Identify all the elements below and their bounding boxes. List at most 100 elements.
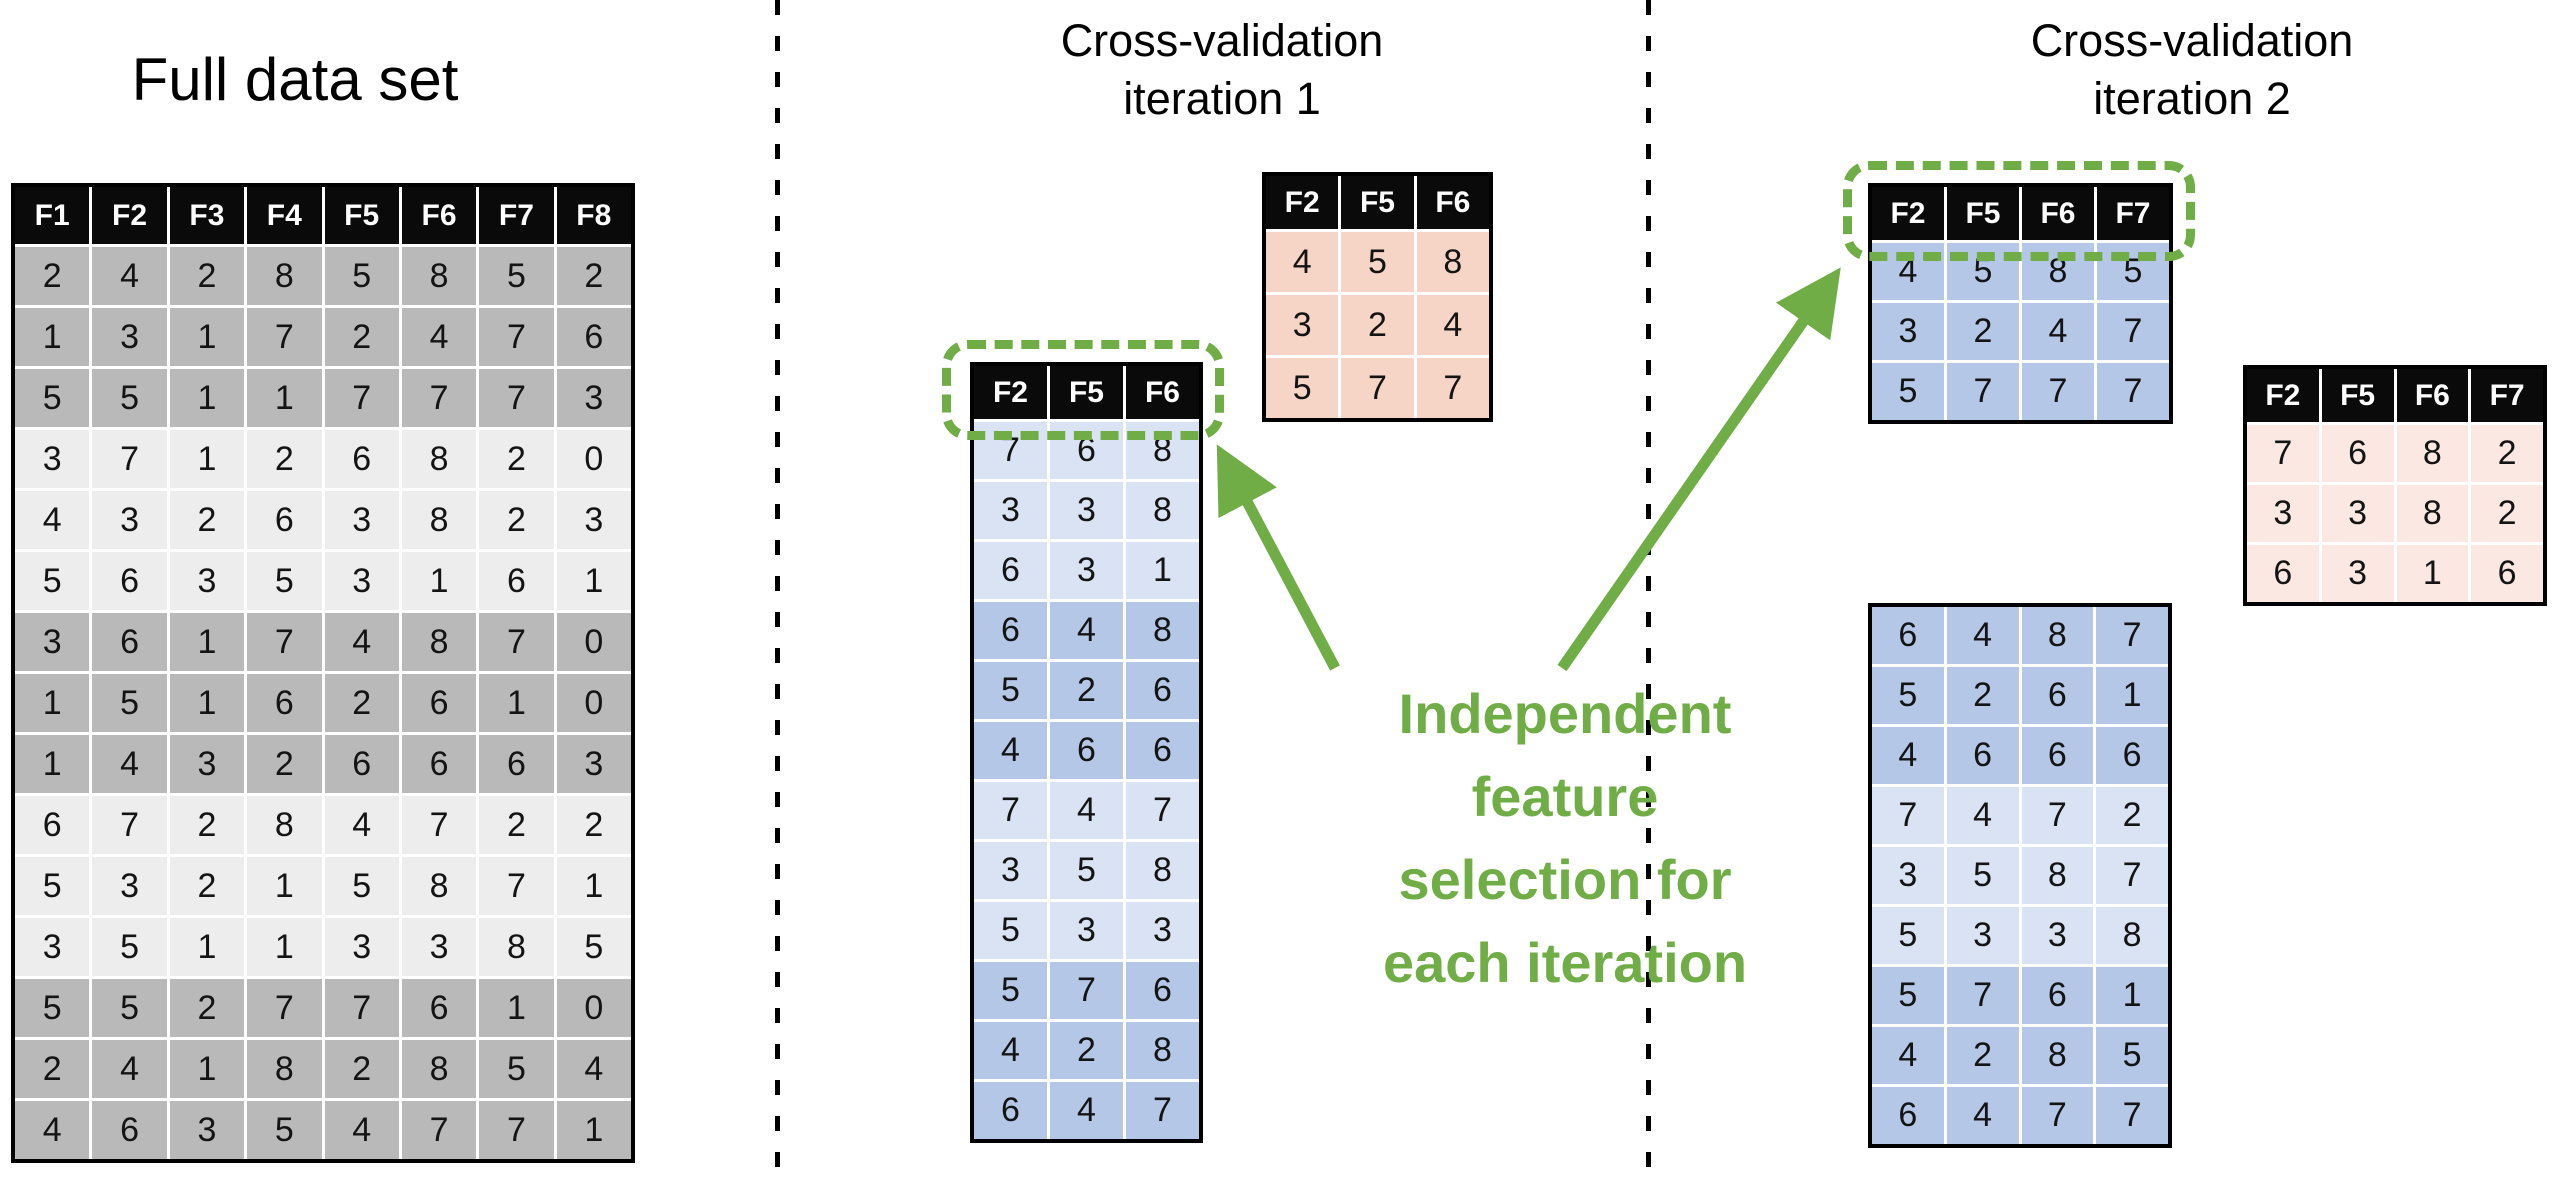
table-cell: 1 <box>556 552 631 610</box>
table-cell: 6 <box>401 979 477 1037</box>
table-cell: 8 <box>247 796 322 854</box>
table-cell: 3 <box>1872 303 1944 360</box>
table-cell: 1 <box>169 613 245 671</box>
table-cell: 7 <box>2096 1087 2168 1144</box>
table-cell: 8 <box>401 491 477 549</box>
table-cell: 2 <box>479 796 554 854</box>
table-cell: 3 <box>1050 902 1123 959</box>
column-header: F6 <box>1416 176 1489 229</box>
table-cell: 7 <box>324 369 399 427</box>
table-cell: 1 <box>169 1040 245 1098</box>
table-cell: 6 <box>1872 607 1944 664</box>
panel-divider-left <box>775 0 780 1188</box>
table-cell: 7 <box>1341 358 1414 418</box>
table-cell: 6 <box>2321 425 2394 482</box>
table-cell: 6 <box>1126 662 1199 719</box>
table-cell: 8 <box>2096 907 2168 964</box>
table-cell: 3 <box>1266 295 1339 355</box>
table-cell: 3 <box>1050 482 1123 539</box>
table-cell: 1 <box>401 552 477 610</box>
table-cell: 4 <box>92 1040 167 1098</box>
column-header: F5 <box>324 187 399 244</box>
table-cell: 3 <box>324 552 399 610</box>
table-cell: 3 <box>1872 847 1944 904</box>
table-cell: 2 <box>2096 787 2168 844</box>
table-cell: 5 <box>2096 1027 2168 1084</box>
table-cell: 5 <box>1872 907 1944 964</box>
table-cell: 4 <box>1872 1027 1944 1084</box>
table-cell: 7 <box>1126 1082 1199 1139</box>
table-cell: 5 <box>479 1040 554 1098</box>
table-cell: 7 <box>1050 962 1123 1019</box>
table-cell: 6 <box>1126 722 1199 779</box>
column-header: F8 <box>556 187 631 244</box>
table-cell: 5 <box>974 962 1047 1019</box>
table-cell: 6 <box>401 674 477 732</box>
table-cell: 3 <box>324 918 399 976</box>
table-cell: 6 <box>1872 1087 1944 1144</box>
column-header: F2 <box>2247 369 2319 422</box>
table-cell: 8 <box>2021 607 2094 664</box>
table-cell: 2 <box>169 796 245 854</box>
table-cell: 1 <box>556 1101 631 1159</box>
table-cell: 5 <box>1266 358 1339 418</box>
table-cell: 2 <box>1341 295 1414 355</box>
table-cell: 5 <box>1872 667 1944 724</box>
table-cell: 4 <box>324 1101 399 1159</box>
table-cell: 5 <box>1872 363 1944 420</box>
table-cell: 4 <box>1050 602 1123 659</box>
arrow-to-iteration1-icon <box>1216 444 1340 671</box>
table-cell: 1 <box>169 674 245 732</box>
table-cell: 1 <box>2396 545 2469 602</box>
table-cell: 3 <box>974 482 1047 539</box>
table-cell: 6 <box>2021 727 2094 784</box>
table-cell: 4 <box>2022 303 2094 360</box>
table-cell: 2 <box>556 796 631 854</box>
table-cell: 1 <box>247 369 322 427</box>
column-header: F5 <box>2321 369 2394 422</box>
table-cell: 1 <box>15 735 90 793</box>
table-cell: 3 <box>92 491 167 549</box>
table-cell: 0 <box>556 613 631 671</box>
table-cell: 3 <box>15 430 90 488</box>
table-cell: 5 <box>247 552 322 610</box>
table-cell: 6 <box>247 674 322 732</box>
table-cell: 1 <box>479 979 554 1037</box>
table-cell: 2 <box>1946 667 2019 724</box>
table-cell: 1 <box>15 308 90 366</box>
table-cell: 8 <box>2396 425 2469 482</box>
table-cell: 2 <box>2471 485 2543 542</box>
table-cell: 7 <box>247 613 322 671</box>
table-cell: 3 <box>2021 907 2094 964</box>
table-cell: 8 <box>2021 1027 2094 1084</box>
table-cell: 7 <box>479 369 554 427</box>
table-cell: 4 <box>15 491 90 549</box>
table-cell: 4 <box>324 613 399 671</box>
column-header: F2 <box>1872 187 1944 240</box>
column-header: F6 <box>2396 369 2469 422</box>
cv1-title-line2: iteration 1 <box>1123 73 1321 124</box>
table-cell: 1 <box>169 369 245 427</box>
table-cell: 5 <box>1050 842 1123 899</box>
